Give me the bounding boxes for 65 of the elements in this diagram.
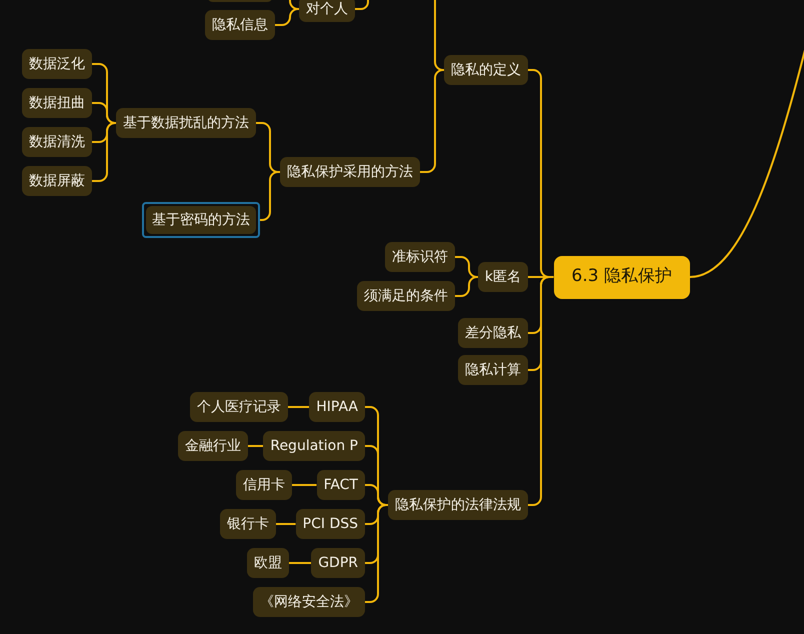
- topic-label: 欧盟: [254, 554, 282, 572]
- connector-line: [248, 445, 264, 447]
- topic-label: 数据泛化: [29, 56, 85, 72]
- topic-label: 信用卡: [243, 476, 285, 494]
- connector-line: [455, 256, 478, 278]
- topic-box: [444, 55, 528, 85]
- topic-box: [22, 127, 92, 157]
- topic-box: [385, 242, 455, 272]
- topic-box: [280, 157, 420, 187]
- connector-line: [92, 122, 116, 182]
- topic-label: HIPAA: [316, 398, 358, 416]
- topic-label: k匿名: [484, 268, 521, 286]
- topic-box: [22, 166, 92, 196]
- topic-label: 隐私计算: [465, 362, 521, 378]
- topic-label: 银行卡: [227, 516, 269, 532]
- topic-box: [220, 509, 276, 539]
- topic-box: [458, 355, 528, 385]
- topic-label: 《网络安全法》: [260, 594, 358, 610]
- connector-line: [288, 406, 310, 408]
- topic-label: 6.3 隐私保护: [572, 267, 672, 287]
- topic-box: [458, 318, 528, 348]
- topic-box: [22, 49, 92, 79]
- topic-label: 隐私保护采用的方法: [287, 164, 413, 180]
- topic-label: 基于数据扰乱的方法: [123, 114, 249, 132]
- topic-label: 准标识符: [392, 248, 448, 266]
- topic-box: [388, 490, 528, 520]
- topic-box: [311, 548, 365, 578]
- connector-line: [292, 484, 317, 486]
- topic-box: [247, 548, 289, 578]
- topic-label: FACT: [324, 476, 358, 494]
- topic-label: 对个人: [306, 0, 348, 18]
- connector-line: [420, 69, 444, 173]
- topic-box: [205, 10, 275, 40]
- topic-box: [357, 281, 455, 311]
- topic-box: [296, 509, 365, 539]
- topic-box: [309, 392, 365, 422]
- central-topic-box: [554, 256, 690, 298]
- topic-label: 隐私保护的法律法规: [395, 496, 521, 514]
- topic-label: 须满足的条件: [364, 288, 448, 304]
- topic-box: [316, 470, 365, 500]
- topic-box: [263, 431, 365, 461]
- topic-box: [190, 392, 288, 422]
- connector-line: [365, 504, 388, 603]
- topic-label: PCI DSS: [302, 516, 358, 532]
- topic-box: [299, 0, 355, 22]
- topic-label: 个人医疗记录: [197, 398, 281, 416]
- topic-label: 隐私信息: [212, 16, 268, 34]
- topic-label: 数据清洗: [29, 134, 85, 150]
- topic-box: [253, 587, 365, 617]
- topic-label: GDPR: [318, 554, 358, 572]
- connector-line: [275, 8, 300, 26]
- connector-line: [276, 523, 296, 525]
- topic-label: Regulation P: [270, 438, 358, 454]
- topic-label: 差分隐私: [465, 324, 521, 342]
- topic-box: [478, 262, 528, 292]
- topic-box: [236, 470, 292, 500]
- topic-label: 金融行业: [185, 438, 241, 454]
- topic-label: 基于密码的方法: [146, 206, 256, 234]
- topic-label: 隐私的定义: [451, 62, 521, 78]
- topic-label: 数据扭曲: [29, 94, 85, 112]
- topic-box: [22, 88, 92, 118]
- topic-label: 数据屏蔽: [29, 172, 85, 190]
- connector-line: [289, 562, 312, 564]
- topic-box: [116, 108, 256, 138]
- topic-box: [178, 431, 248, 461]
